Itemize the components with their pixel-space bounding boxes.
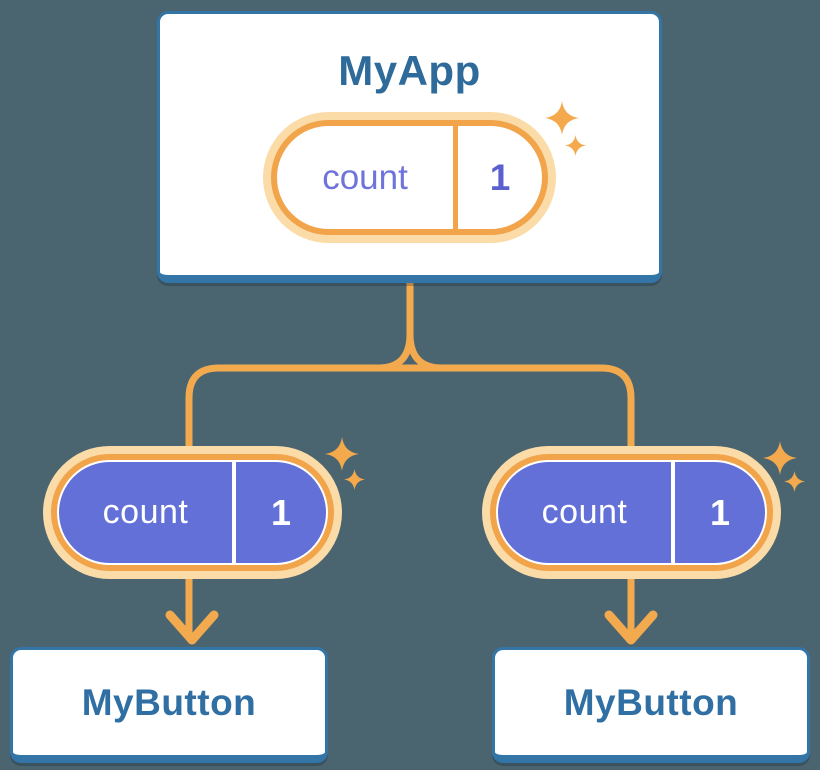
state-pill-child-right: count 1 — [482, 446, 781, 579]
state-pill-root: count 1 — [263, 112, 556, 243]
junction-fillet-left — [374, 330, 414, 372]
state-value: 1 — [675, 462, 765, 563]
component-card-mybutton-right: MyButton — [492, 647, 810, 763]
sparkle-icon — [784, 471, 805, 492]
arrow-down-icon — [165, 610, 219, 645]
junction-fillet-right — [406, 330, 446, 372]
sparkle-icon — [545, 101, 579, 135]
component-title: MyApp — [338, 47, 481, 94]
sparkle-icon — [565, 135, 586, 156]
arrow-down-icon — [604, 610, 658, 645]
sparkle-icon — [325, 437, 359, 471]
state-key: count — [59, 462, 232, 563]
state-value: 1 — [236, 462, 326, 563]
component-title: MyButton — [81, 681, 257, 723]
component-card-mybutton-left: MyButton — [10, 647, 328, 763]
branch-line — [185, 364, 635, 641]
state-key: count — [498, 462, 671, 563]
sparkle-icon — [763, 441, 797, 475]
state-key: count — [322, 157, 408, 197]
state-pill-child-left: count 1 — [43, 446, 342, 579]
state-value: 1 — [453, 126, 542, 229]
sparkle-icon — [344, 469, 365, 490]
component-title: MyButton — [563, 681, 739, 723]
